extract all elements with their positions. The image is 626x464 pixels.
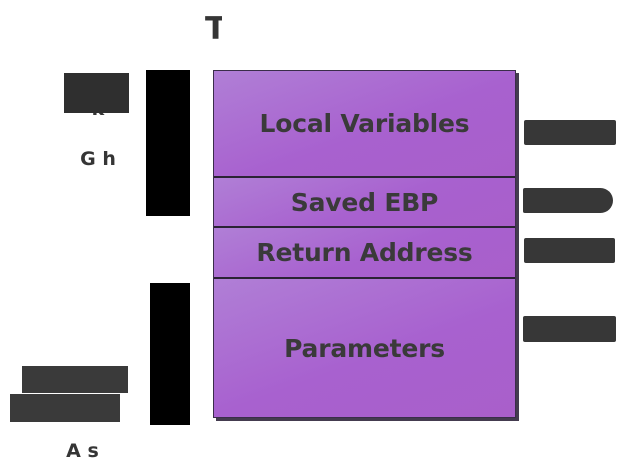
stack-row-label: Saved EBP xyxy=(290,187,439,217)
stack-row-return-address: Return Address xyxy=(214,228,515,279)
stack-row-saved-ebp: Saved EBP xyxy=(214,178,515,228)
callout-return-address xyxy=(524,238,615,263)
higher-addresses-arrow-redacted xyxy=(150,283,190,425)
stack-growth-arrow-redacted xyxy=(146,70,190,216)
stack-frame-diagram: Local Variables Saved EBP Return Address… xyxy=(213,70,516,418)
higher-addresses-redaction-top xyxy=(22,366,128,393)
callout-local-variables xyxy=(524,120,616,145)
higher-addresses-line-2: A s xyxy=(66,440,99,462)
diagram-canvas: T k G h r A s Local Variables Saved EBP … xyxy=(10,11,616,462)
title-redaction-overlay xyxy=(222,11,512,45)
page-title: T xyxy=(205,11,226,47)
stack-growth-line-2: G h xyxy=(80,148,116,170)
stack-growth-redaction xyxy=(64,73,129,113)
higher-addresses-redaction-bottom xyxy=(10,394,120,422)
stack-row-parameters: Parameters xyxy=(214,279,515,417)
callout-parameters xyxy=(523,316,616,342)
callout-saved-ebp xyxy=(523,188,613,213)
stack-row-label: Parameters xyxy=(284,333,445,363)
stack-row-local-variables: Local Variables xyxy=(214,71,515,178)
stack-row-label: Return Address xyxy=(256,238,473,267)
stack-row-label: Local Variables xyxy=(259,109,470,138)
